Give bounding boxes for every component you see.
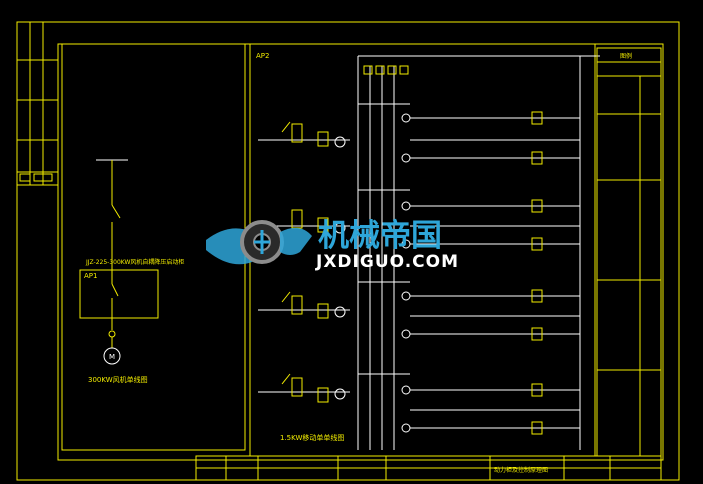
control-rungs bbox=[401, 111, 580, 435]
ap1-label: AP1 bbox=[84, 272, 97, 280]
branch-feeders bbox=[258, 121, 350, 403]
drawing-title: 动力柜及控制原理图 bbox=[494, 466, 548, 474]
watermark-logo bbox=[206, 220, 312, 265]
legend-title: 图例 bbox=[620, 52, 632, 60]
legend-column bbox=[596, 47, 662, 457]
logo-english-text: JXDIGUO.COM bbox=[315, 252, 459, 272]
left-caption: 300KW风机单线图 bbox=[88, 375, 148, 384]
feeder-description: JJZ-225-300KW风机自耦降压启动柜 bbox=[85, 258, 184, 266]
revision-strip bbox=[17, 22, 58, 186]
control-bus bbox=[357, 55, 600, 450]
logo-chinese-text: 机械帝国 bbox=[318, 218, 442, 254]
title-block bbox=[195, 455, 662, 481]
middle-caption: 1.5KW移动单单线图 bbox=[280, 433, 344, 442]
feeder-single-line bbox=[79, 159, 159, 365]
ap2-label: AP2 bbox=[256, 52, 269, 60]
motor-symbol: M bbox=[109, 353, 115, 361]
